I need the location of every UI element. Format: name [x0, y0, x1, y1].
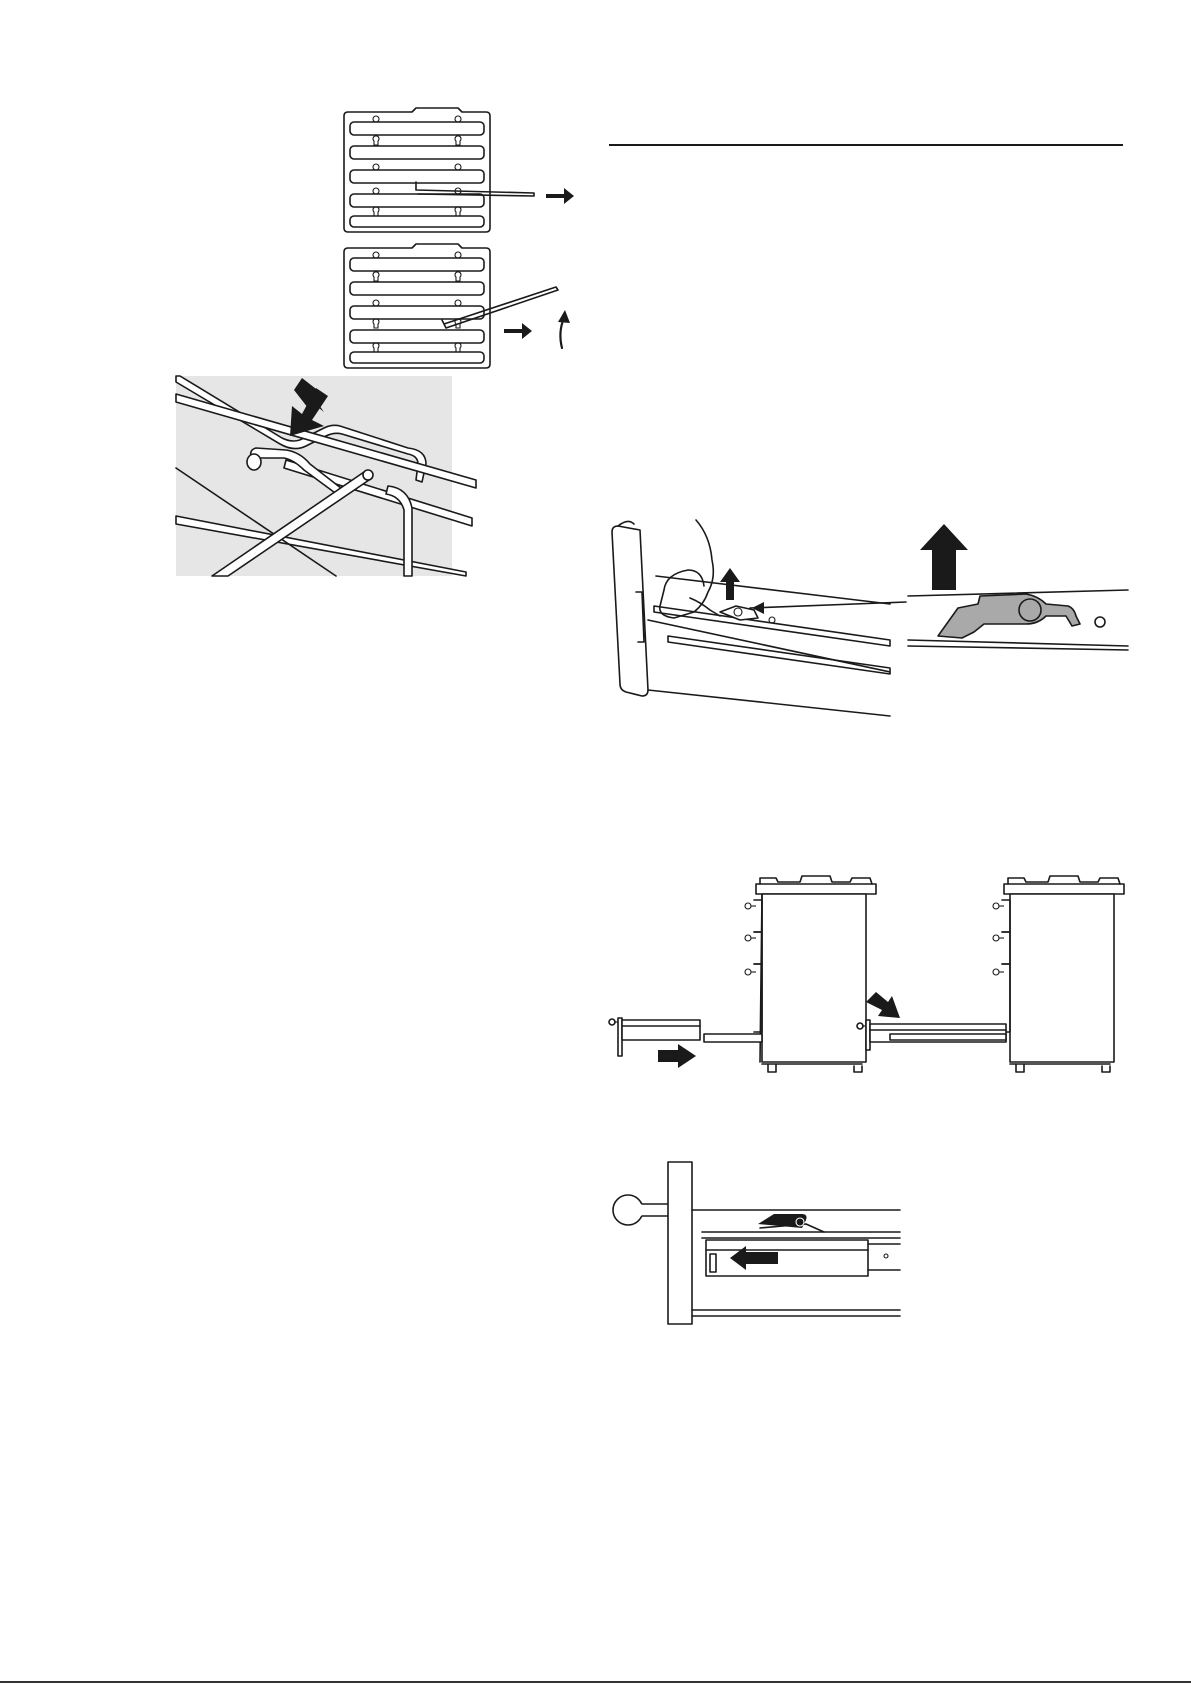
- shelf-insert-figure: [176, 376, 486, 576]
- rack-support-illustration: [334, 108, 584, 238]
- cooker-side-figure-a: [600, 872, 880, 1084]
- wire-shelf-illustration: [176, 376, 486, 576]
- rack-support-illustration: [334, 244, 584, 374]
- drawer-latch-figure: [608, 520, 1128, 720]
- runner-lock-illustration: [606, 1158, 906, 1328]
- page-bottom-edge: [0, 1681, 1191, 1683]
- rack-support-figure-1: [334, 108, 584, 238]
- section-divider: [609, 144, 1123, 146]
- cooker-side-illustration: [848, 872, 1128, 1084]
- runner-lock-figure: [606, 1158, 906, 1328]
- runner-latch-illustration: [608, 520, 1128, 720]
- rack-support-figure-2: [334, 244, 584, 374]
- cooker-side-illustration: [600, 872, 880, 1084]
- cooker-side-figure-b: [848, 872, 1128, 1084]
